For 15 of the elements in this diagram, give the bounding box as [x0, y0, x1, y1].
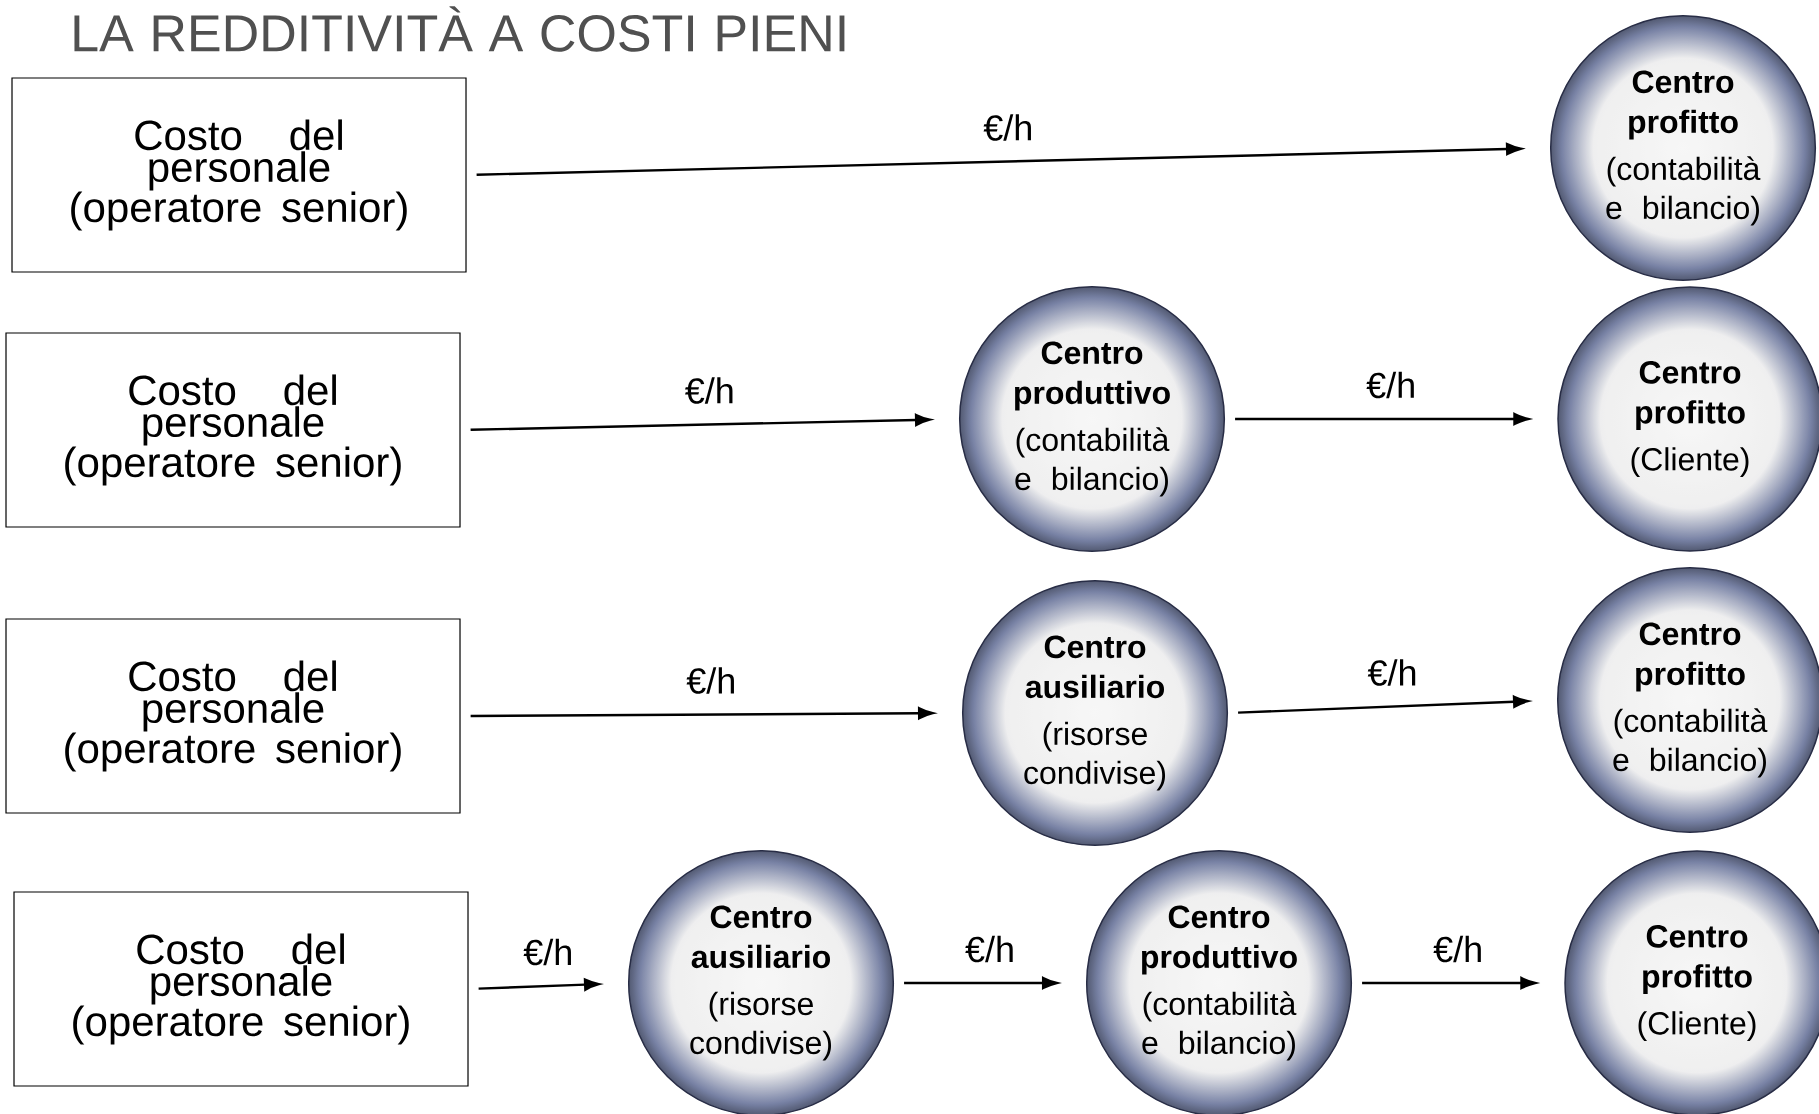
- edge-label: €/h: [983, 114, 1031, 141]
- title: LA REDDITIVITÀ A COSTI PIENI: [74, 6, 845, 52]
- arrow: [1362, 976, 1537, 990]
- arrow: [1235, 412, 1530, 426]
- edge-label: €/h: [965, 935, 1013, 963]
- cost-box: Costo del personale (operatore senior): [5, 618, 461, 814]
- edge-label: €/h: [1367, 659, 1416, 686]
- cost-box: Costo del personale (operatore senior): [5, 332, 461, 528]
- edge-label: €/h: [686, 667, 734, 694]
- cost-box: Costo del personale (operatore senior): [11, 77, 467, 273]
- cost-box: Costo del personale (operatore senior): [13, 891, 469, 1087]
- edge-label: €/h: [1433, 935, 1481, 963]
- edge-label: €/h: [685, 377, 733, 404]
- edge-label: €/h: [523, 938, 571, 966]
- edge-label: €/h: [1366, 371, 1414, 399]
